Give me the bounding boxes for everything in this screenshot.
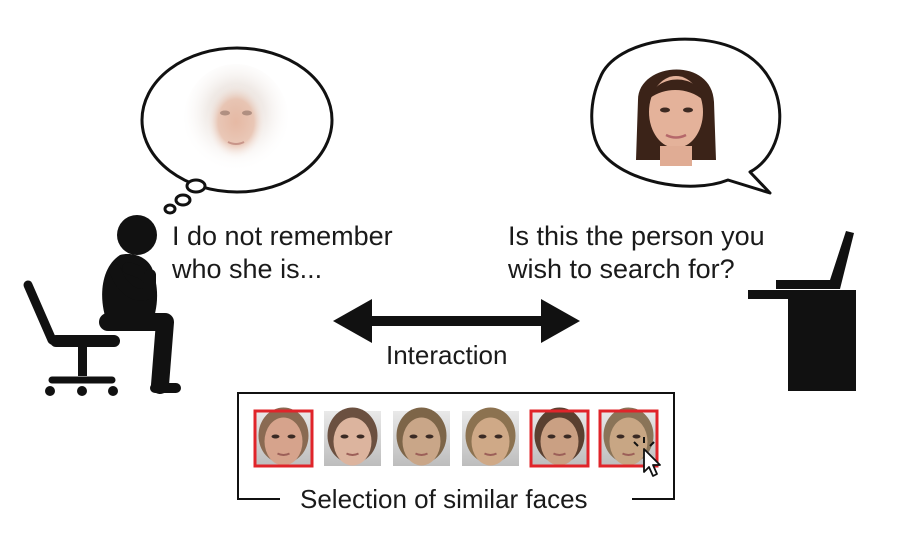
user-thought-text: I do not remember who she is... (172, 220, 393, 286)
office-chair-icon (23, 280, 120, 396)
faces-panel (237, 392, 675, 500)
face-thumbnail[interactable] (462, 407, 519, 467)
system-query-line-2: wish to search for? (508, 254, 735, 284)
face-thumbnail[interactable] (324, 407, 381, 467)
computer-desk-icon (748, 231, 856, 391)
user-thought-line-1: I do not remember (172, 221, 393, 251)
selected-face-frame (253, 409, 314, 468)
face-thumbnail[interactable] (393, 407, 450, 467)
mouse-cursor-icon (633, 437, 661, 477)
faded-face-memory (184, 64, 288, 172)
thinking-person-icon (99, 215, 181, 394)
face-thumbnail[interactable] (529, 407, 590, 468)
face-thumbnail[interactable] (253, 407, 314, 468)
interaction-label: Interaction (386, 340, 508, 370)
faces-row (253, 407, 659, 468)
user-thought-line-2: who she is... (172, 254, 323, 284)
selected-face-frame (598, 409, 659, 468)
candidate-face-photo (636, 69, 716, 166)
system-query-line-1: Is this the person you (508, 221, 765, 251)
faces-panel-caption: Selection of similar faces (292, 484, 596, 515)
face-thumbnail[interactable] (598, 407, 659, 468)
interaction-arrow (333, 299, 580, 343)
system-query-text: Is this the person you wish to search fo… (508, 220, 765, 286)
selected-face-frame (529, 409, 590, 468)
